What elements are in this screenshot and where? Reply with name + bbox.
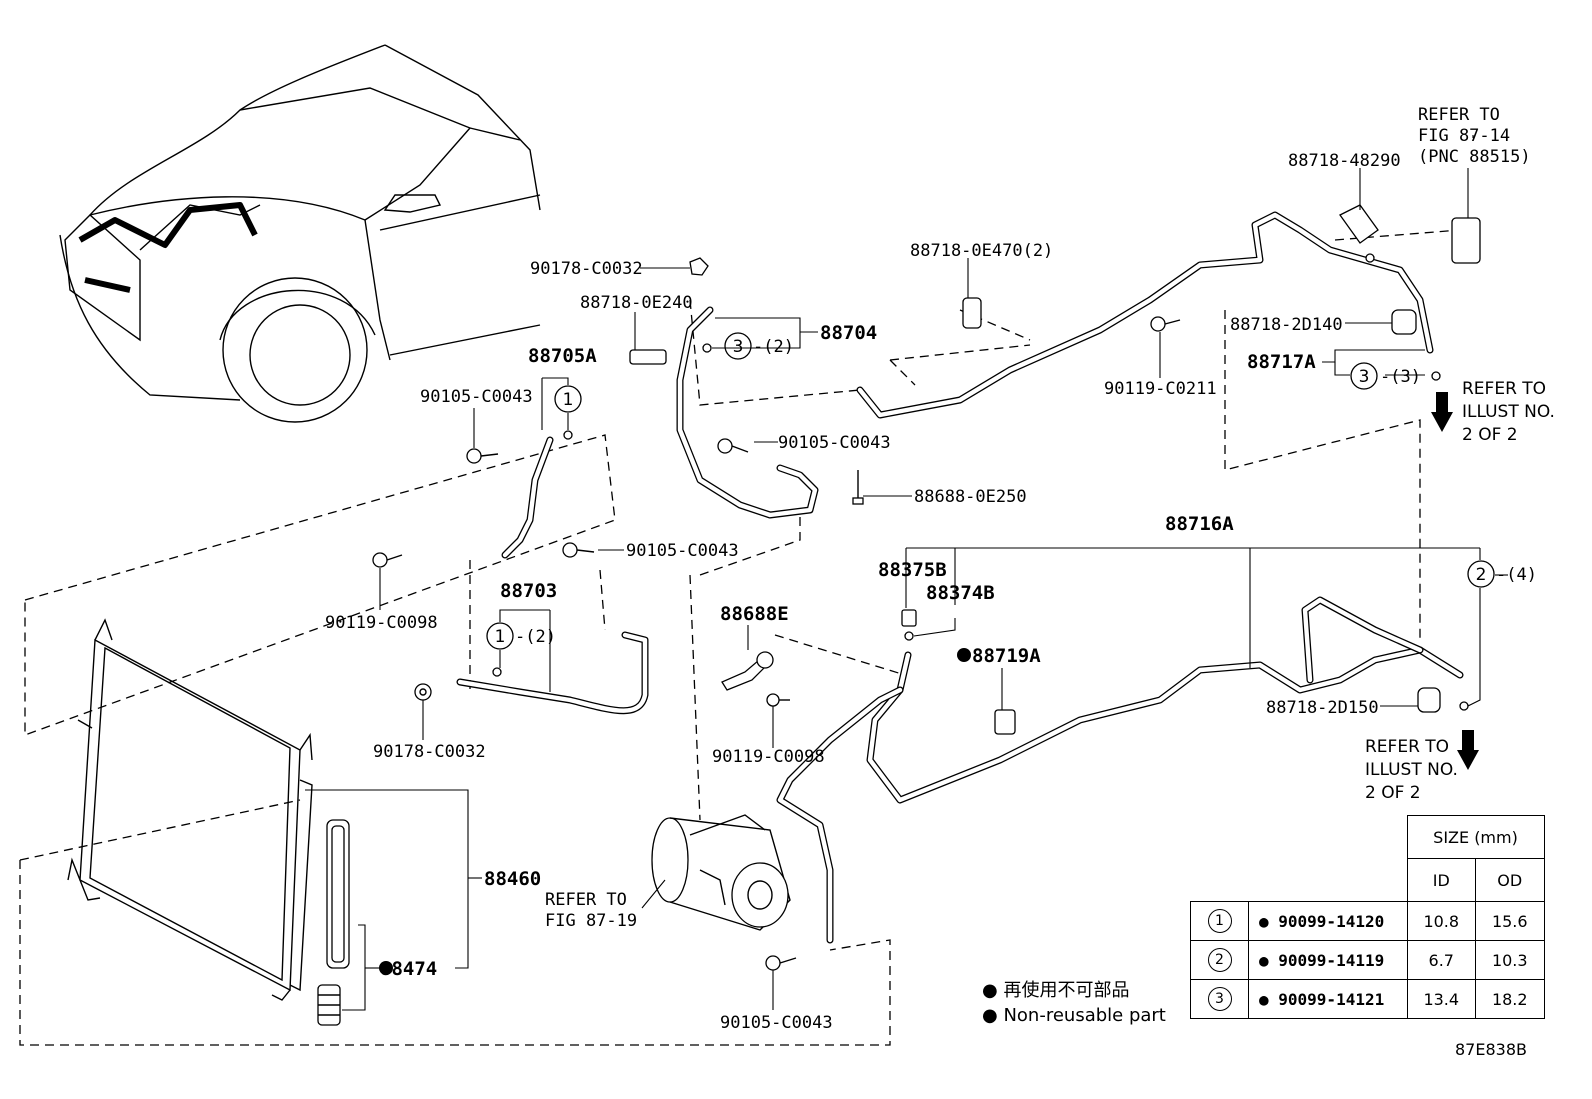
label-88688E: 88688E [720, 603, 789, 625]
nut-90178-top [689, 257, 709, 276]
refer-notes: REFER TO FIG 87-14 (PNC 88515) REFER TO … [545, 105, 1555, 931]
circle-88703: 1 [486, 622, 514, 650]
label-90178-bottom: 90178-C0032 [373, 742, 486, 762]
label-88374B: 88374B [926, 582, 995, 604]
label-88474: 88474 [380, 958, 437, 980]
fasteners [372, 204, 1481, 971]
svg-text:3: 3 [733, 337, 744, 357]
label-90105-d: 90105-C0043 [720, 1013, 833, 1033]
circled-markers: 1 1 3 3 2 [486, 332, 1495, 650]
legend: ● 再使用不可部品 ● Non-reusable part [982, 978, 1166, 1028]
clip-88718-48290 [1339, 204, 1379, 244]
bracket-88688E [721, 651, 774, 691]
clamp-88718-2D140 [1391, 309, 1417, 335]
compressor [651, 814, 791, 931]
vehicle-sketch [59, 44, 541, 423]
table-row: 1 ● 90099-14120 10.8 15.6 [1190, 901, 1545, 941]
legend-marker: ● [982, 980, 998, 1001]
expansion-valve-88515 [1451, 217, 1481, 264]
label-90178-top: 90178-C0032 [530, 259, 643, 279]
label-88716A-qty: -(4) [1496, 565, 1537, 585]
switch-88719A [994, 709, 1016, 735]
circle-88704: 3 [724, 332, 752, 360]
svg-text:ILLUST NO.: ILLUST NO. [1365, 760, 1458, 780]
size-table-col-id: ID [1406, 858, 1476, 902]
label-88718-0E470: 88718-0E470(2) [910, 241, 1053, 261]
clamp-88718-2D150 [1417, 687, 1441, 713]
label-88718-2D150: 88718-2D150 [1266, 698, 1379, 718]
clamp-88718-0E470 [962, 297, 982, 329]
part-labels: 90178-C0032 88718-0E240 88704 -(2) 88705… [325, 151, 1537, 1033]
label-88460: 88460 [484, 868, 541, 890]
svg-text:ILLUST NO.: ILLUST NO. [1462, 402, 1555, 422]
svg-text:3: 3 [1359, 367, 1370, 387]
label-88705A: 88705A [528, 345, 597, 367]
figure-code: 87E838B [1455, 1040, 1527, 1059]
svg-text:2 OF 2: 2 OF 2 [1462, 425, 1518, 445]
svg-text:2: 2 [1476, 565, 1487, 585]
label-88704-qty: -(2) [753, 337, 794, 357]
svg-text:(PNC 88515): (PNC 88515) [1418, 147, 1531, 167]
label-88375B: 88375B [878, 559, 947, 581]
label-90105-a: 90105-C0043 [420, 387, 533, 407]
cap-88375B [901, 609, 917, 627]
bolt-90105-c [717, 438, 749, 454]
circle-88717A: 3 [1350, 362, 1378, 390]
table-row: 2 ● 90099-14119 6.7 10.3 [1190, 940, 1545, 980]
label-88718-48290: 88718-48290 [1288, 151, 1401, 171]
bolt-90119-a [372, 552, 403, 568]
clamp-88718-0E240 [629, 349, 667, 365]
label-88703: 88703 [500, 580, 557, 602]
bolt-90105-a [466, 448, 499, 464]
label-88688-0E250: 88688-0E250 [914, 487, 1027, 507]
label-90119-C0211: 90119-C0211 [1104, 379, 1217, 399]
bolt-90105-d [765, 955, 797, 971]
circle-88716A: 2 [1467, 560, 1495, 588]
size-table-col-od: OD [1475, 858, 1545, 902]
label-88717A: 88717A [1247, 351, 1316, 373]
label-90105-c: 90105-C0043 [778, 433, 891, 453]
bolt-90119-C0211 [1150, 316, 1181, 332]
leader-lines [305, 135, 1508, 1011]
label-88718-0E240: 88718-0E240 [580, 293, 693, 313]
label-88719A: 88719A [972, 645, 1041, 667]
condenser [67, 618, 313, 1001]
refer-arrows [1431, 392, 1479, 770]
circle-88705A: 1 [554, 385, 582, 413]
legend-en: Non-reusable part [1003, 1005, 1166, 1026]
label-88703-qty: -(2) [515, 627, 556, 647]
legend-marker: ● [982, 1005, 998, 1026]
dryer-parts [317, 819, 350, 1026]
label-90119-C0098-b: 90119-C0098 [712, 747, 825, 767]
label-90105-b: 90105-C0043 [626, 541, 739, 561]
bolt-90105-b [562, 542, 595, 558]
svg-text:REFER TO: REFER TO [1365, 737, 1449, 757]
core-88374B [904, 631, 914, 641]
size-table-title: SIZE (mm) [1406, 815, 1545, 859]
svg-text:2 OF 2: 2 OF 2 [1365, 783, 1421, 803]
svg-text:1: 1 [563, 390, 574, 410]
label-90119-C0098-a: 90119-C0098 [325, 613, 438, 633]
stud-88688-0E250 [852, 470, 864, 505]
svg-text:REFER TO: REFER TO [545, 890, 627, 910]
size-table: SIZE (mm) ID OD 1 ● 90099-14120 10.8 15.… [1190, 815, 1545, 1019]
bolt-90119-b [766, 693, 790, 707]
svg-text:REFER TO: REFER TO [1462, 379, 1546, 399]
svg-text:1: 1 [495, 627, 506, 647]
table-row: 3 ● 90099-14121 13.4 18.2 [1190, 979, 1545, 1019]
svg-text:FIG 87-19: FIG 87-19 [545, 911, 637, 931]
label-88716A: 88716A [1165, 513, 1234, 535]
nut-90178-bottom [414, 683, 432, 701]
svg-text:REFER TO: REFER TO [1418, 105, 1500, 125]
group-boundaries [19, 229, 1461, 1046]
legend-jp: 再使用不可部品 [1003, 980, 1130, 1001]
hoses-and-pipes [456, 211, 1464, 944]
label-88718-2D140: 88718-2D140 [1230, 315, 1343, 335]
svg-text:FIG 87-14: FIG 87-14 [1418, 126, 1510, 146]
label-88717A-qty: -(3) [1380, 367, 1421, 387]
label-88704: 88704 [820, 322, 877, 344]
